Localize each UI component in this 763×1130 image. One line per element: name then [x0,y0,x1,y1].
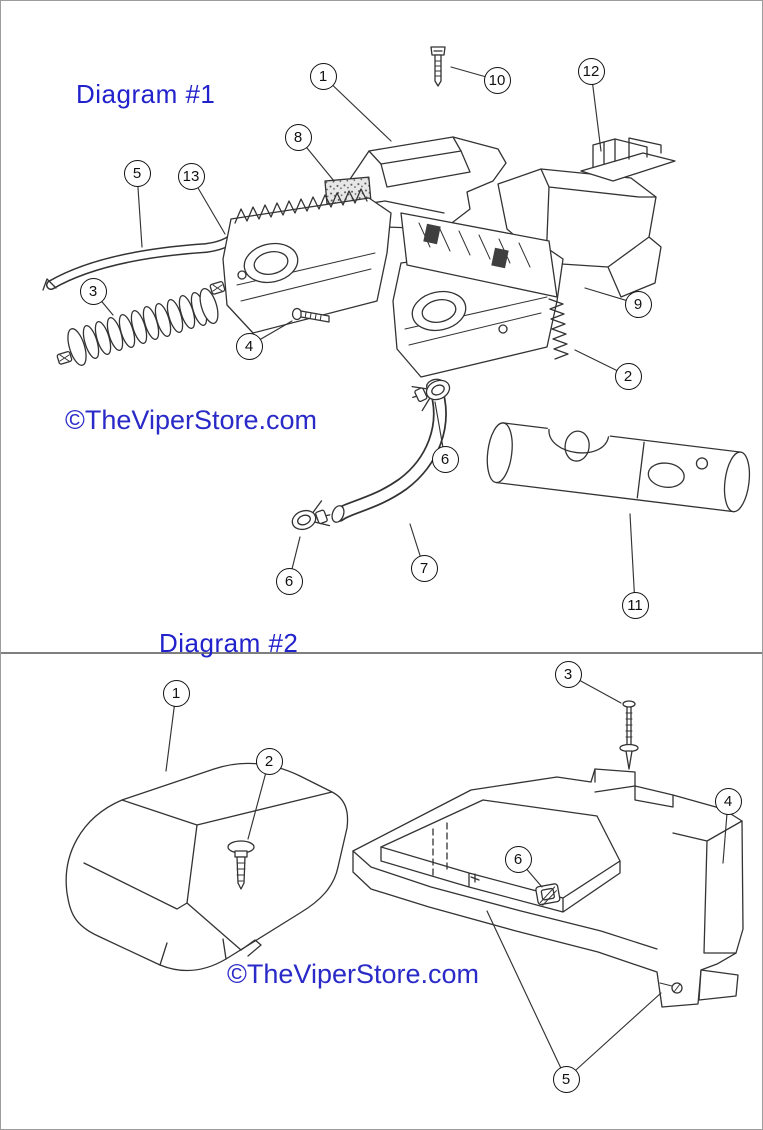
part-clamp-upper [407,371,455,413]
part-glovebox-lid [65,762,349,972]
part-hose [42,230,239,291]
diagram2-callout-4: 4 [714,787,742,815]
diagram1-callout-5: 5 [123,159,151,187]
diagram2-watermark: ©TheViperStore.com [227,959,480,989]
part-filter-element [400,212,558,298]
part-bracket [580,137,676,182]
part-s-hose [331,378,447,523]
diagram2-callout-2: 2 [255,747,283,775]
part-long-screw [619,700,639,770]
diagram2-callout-3: 3 [554,660,582,688]
diagram1-callout-10: 10 [483,66,511,94]
part-top-cover [341,136,507,230]
diagram1-callout-11: 11 [621,591,649,619]
diagram1-callout-6: 6 [275,567,303,595]
diagram1-callout-12: 12 [577,57,605,85]
part-screw-top [430,46,446,87]
diagram1-watermark: ©TheViperStore.com [65,405,318,435]
part-push-pin [227,840,255,890]
part-resonator [486,422,751,513]
diagram1-title: Diagram #1 [76,79,216,109]
diagram1-callout-6: 6 [431,445,459,473]
diagram1-art [42,46,751,538]
diagram1-callout-7: 7 [410,554,438,582]
diagram1-callout-8: 8 [284,123,312,151]
diagram2-callout-6: 6 [504,845,532,873]
diagram2-title: Diagram #2 [159,628,299,658]
part-screw-side [291,307,330,323]
diagram1-callout-3: 3 [79,277,107,305]
part-clip [535,883,561,906]
part-clamp-lower [287,499,334,538]
diagram1-callout-4: 4 [235,332,263,360]
diagram1-callout-1: 1 [309,62,337,90]
diagram2-callout-1: 1 [162,679,190,707]
diagram1-callout-13: 13 [177,162,205,190]
diagram1-callout-9: 9 [624,290,652,318]
diagram1-callout-2: 2 [614,362,642,390]
diagram2-art [65,700,744,1008]
part-corrugated-hose [56,281,226,366]
diagram2-callout-5: 5 [552,1065,580,1093]
part-left-housing [222,188,392,334]
